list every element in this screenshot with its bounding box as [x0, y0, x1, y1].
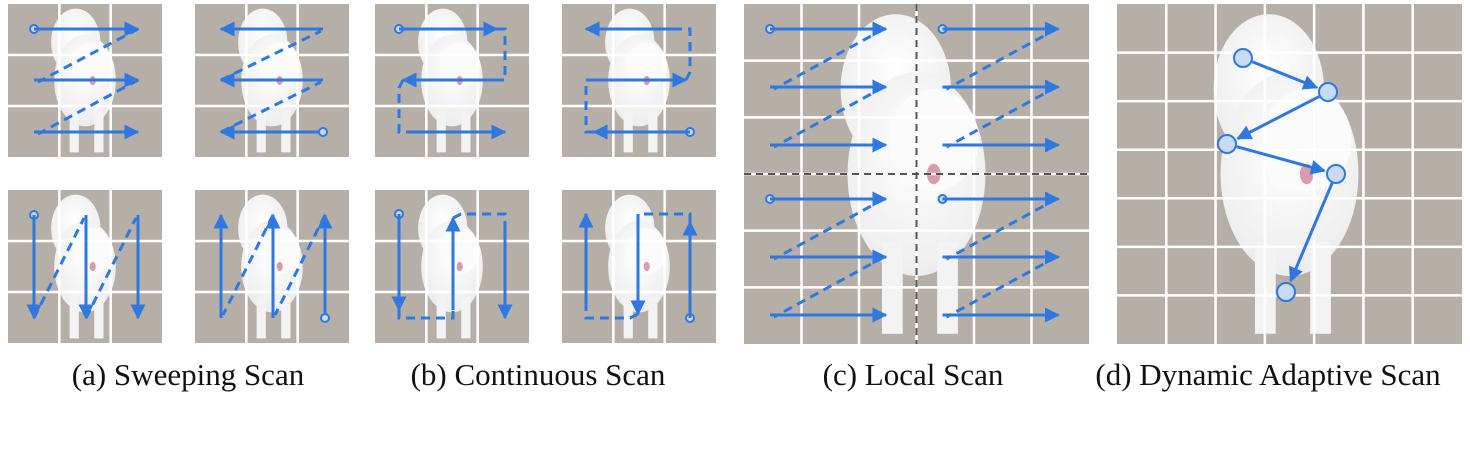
scan-arrow: [1236, 145, 1326, 175]
dashed-arrow: [221, 214, 275, 316]
start-node-icon: [318, 127, 328, 137]
dashed-arrow: [773, 85, 885, 149]
dashed-arrow: [773, 197, 885, 261]
caption-dynamic-adaptive-scan: (d) Dynamic Adaptive Scan: [1095, 357, 1441, 392]
scan-arrow: [1289, 182, 1334, 283]
start-node-icon: [1326, 164, 1346, 184]
dog-tongue: [89, 261, 96, 272]
panel-a-vertical-tb: [8, 190, 162, 343]
samoyed-dog-photo: [1117, 4, 1462, 344]
dog-head: [72, 42, 113, 89]
scan-path: [584, 310, 639, 320]
dog-leg: [94, 297, 104, 339]
start-node-icon: [1217, 134, 1237, 154]
panel-d-adaptive-scan: [1117, 4, 1462, 344]
scan-path: [452, 212, 507, 222]
scan-path: [397, 310, 455, 320]
panel-c-local-scan: [744, 4, 1089, 344]
scan-path: [584, 78, 594, 134]
dog-tongue: [276, 261, 283, 272]
dog-head: [439, 42, 480, 89]
dashed-arrow: [37, 78, 139, 136]
dashed-arrow: [220, 29, 322, 82]
scan-path: [497, 27, 507, 82]
dog-head: [888, 89, 979, 191]
dog-leg: [281, 297, 291, 339]
dog-tongue: [456, 261, 463, 272]
panel-b-snake-bt: [562, 190, 716, 343]
dog-leg: [648, 297, 658, 339]
scan-arrow: [1236, 95, 1320, 140]
start-node-icon: [1318, 82, 1338, 102]
dashed-arrow: [773, 255, 885, 319]
panel-b-snake-rl: [562, 4, 716, 157]
start-node-icon: [1276, 282, 1296, 302]
dashed-arrow: [84, 217, 138, 319]
dashed-arrow: [37, 27, 139, 84]
dog-head: [259, 228, 300, 275]
dog-head: [259, 42, 300, 89]
dashed-arrow: [945, 255, 1058, 319]
dog-head: [439, 228, 480, 275]
scan-arrow: [1251, 60, 1319, 90]
start-node-icon: [1233, 48, 1253, 68]
dashed-arrow: [945, 197, 1058, 261]
dog-leg: [623, 297, 633, 339]
dashed-arrow: [945, 85, 1058, 149]
scan-path: [682, 27, 692, 81]
dashed-arrow: [32, 217, 86, 319]
scan-path: [397, 79, 407, 134]
panel-b-snake-lr: [375, 4, 529, 157]
panel-a-vertical-bt: [195, 190, 349, 343]
dashed-arrow: [945, 27, 1058, 91]
panel-b-snake-tb: [375, 190, 529, 343]
dashed-arrow: [273, 214, 327, 316]
dog-head: [72, 228, 113, 275]
dog-leg: [69, 297, 79, 339]
dashed-arrow: [220, 80, 322, 134]
dashed-arrow: [773, 27, 885, 91]
dog-leg: [256, 297, 266, 339]
caption-continuous-scan: (b) Continuous Scan: [410, 357, 666, 392]
panel-a-horizontal-lr: [8, 4, 162, 157]
scan-path: [636, 212, 692, 222]
dog-head: [626, 42, 667, 89]
dog-tongue: [643, 261, 650, 272]
panel-a-horizontal-rl: [195, 4, 349, 157]
caption-local-scan: (c) Local Scan: [822, 357, 1004, 392]
dog-leg: [461, 297, 471, 339]
caption-sweeping-scan: (a) Sweeping Scan: [71, 357, 305, 392]
start-node-icon: [320, 313, 330, 323]
